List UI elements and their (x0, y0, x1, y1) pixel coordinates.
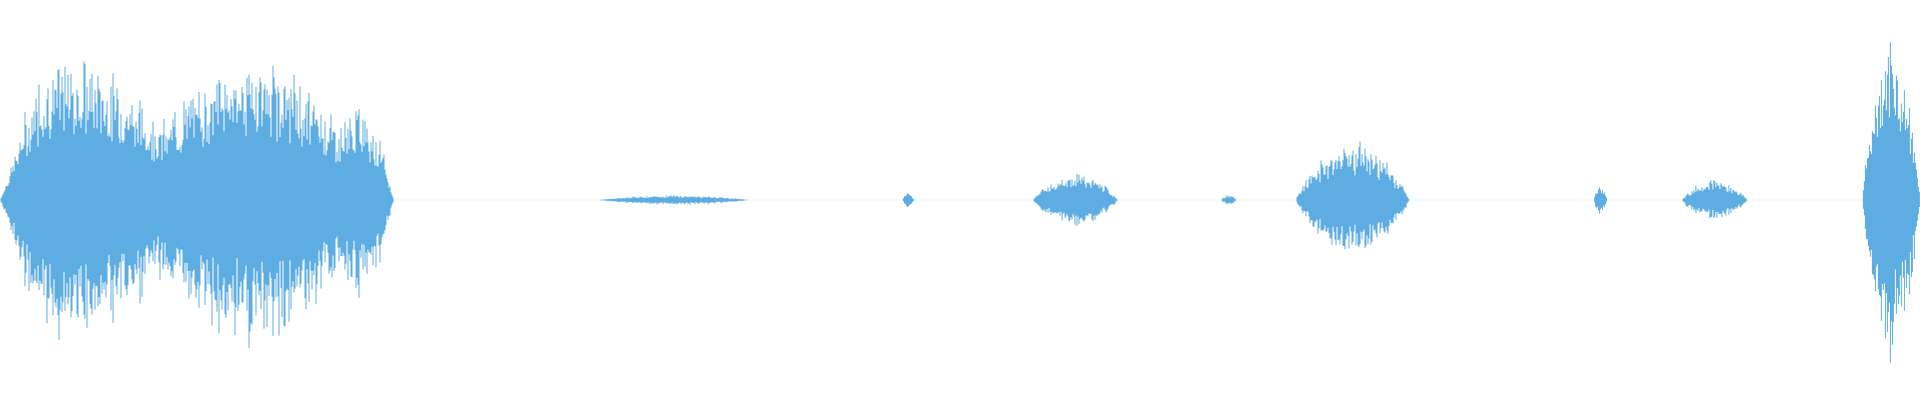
waveform-segment-4 (1221, 195, 1237, 205)
waveform-segment-5 (1296, 141, 1410, 250)
waveform-segment-8 (1862, 42, 1920, 363)
waveform-segment-3 (1033, 173, 1118, 226)
waveform-segment-1 (599, 195, 749, 205)
waveform-segment-6 (1594, 187, 1608, 214)
waveform-segment-7 (1682, 179, 1748, 219)
waveform-segment-0 (0, 61, 394, 348)
waveform-segment-2 (902, 193, 914, 208)
